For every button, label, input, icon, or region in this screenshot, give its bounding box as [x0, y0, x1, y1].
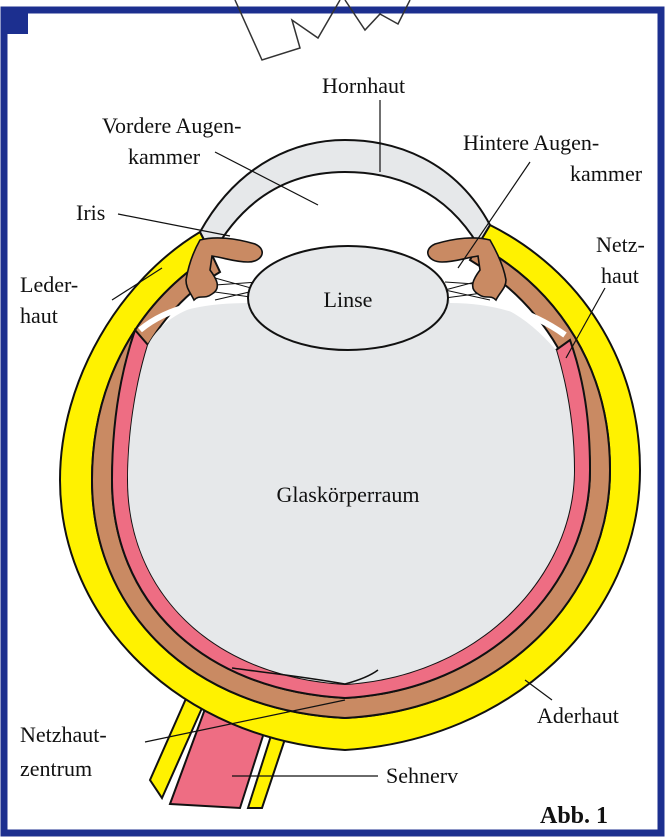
label-netzhautzentrum-1: Netzhaut-: [20, 722, 107, 747]
label-hintere-augenkammer-2: kammer: [570, 161, 643, 186]
label-hornhaut: Hornhaut: [322, 73, 405, 98]
label-hintere-augenkammer-1: Hintere Augen-: [463, 130, 599, 155]
label-sehnerv: Sehnerv: [386, 763, 458, 788]
label-iris: Iris: [76, 200, 105, 225]
label-linse: Linse: [324, 287, 373, 312]
label-lederhaut-2: haut: [20, 303, 58, 328]
frame-corner-square: [4, 10, 28, 34]
label-glaskoerperraum: Glaskörperraum: [277, 482, 420, 507]
label-aderhaut: Aderhaut: [537, 703, 619, 728]
label-vordere-augenkammer-1: Vordere Augen-: [102, 113, 242, 138]
label-netzhautzentrum-2: zentrum: [20, 756, 92, 781]
leader-aderhaut: [525, 680, 552, 700]
label-netzhaut-1: Netz-: [596, 232, 645, 257]
figure-caption: Abb. 1: [540, 803, 608, 829]
cornea: [200, 140, 490, 255]
label-netzhaut-2: haut: [601, 263, 639, 288]
label-vordere-augenkammer-2: kammer: [128, 144, 201, 169]
label-lederhaut-1: Leder-: [20, 272, 78, 297]
